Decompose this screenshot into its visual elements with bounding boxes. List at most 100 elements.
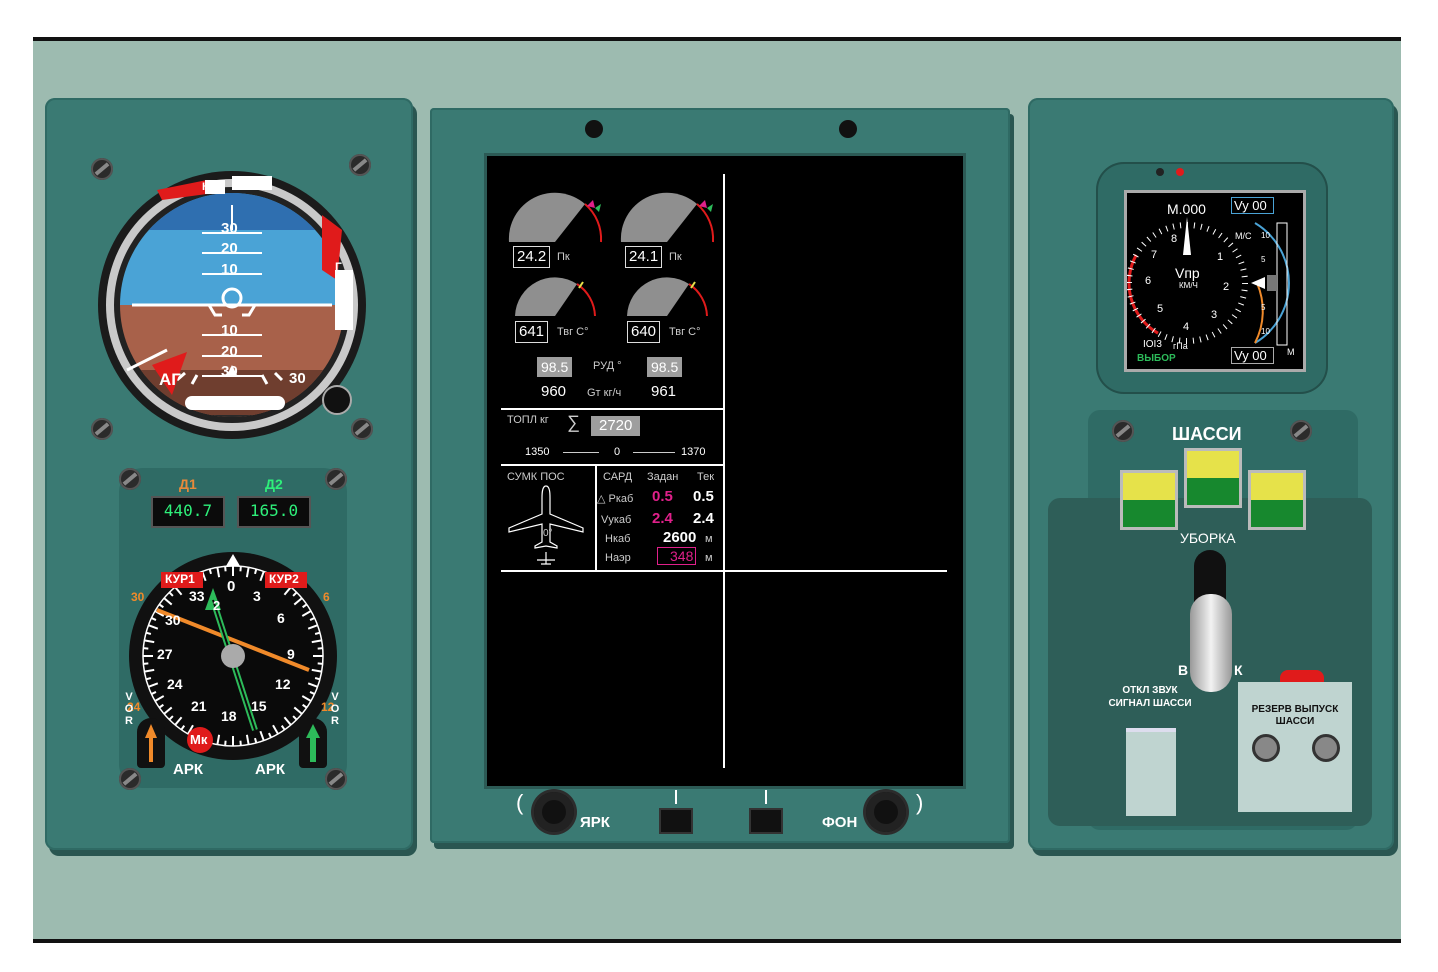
mfd-divider-sumk [501, 464, 723, 466]
compass-tick [293, 706, 303, 715]
switch-mark-left [675, 790, 677, 804]
sard-row-cur: 0.5 [693, 488, 714, 505]
rose-0: 0 [227, 578, 236, 595]
pitch-down-30: 30 [221, 363, 238, 380]
reserve-guard-red [1280, 670, 1324, 684]
rose-12: 12 [275, 676, 291, 692]
rose-6: 6 [277, 610, 285, 626]
vs-5-bottom: 5 [1261, 303, 1266, 312]
gear-lever-handle[interactable] [1190, 594, 1232, 692]
brightness-knob[interactable] [534, 792, 574, 832]
dial-6: 6 [1145, 275, 1152, 287]
background-label: ФОН [822, 814, 858, 831]
compass-tick [302, 703, 308, 709]
screw-icon [91, 158, 113, 180]
outer-12: 12 [321, 700, 335, 714]
pitch-down-10: 10 [221, 322, 238, 339]
mute-signal-label: ОТКЛ ЗВУК СИГНАЛ ШАССИ [1108, 685, 1192, 709]
tvg-left-value: 641 [515, 321, 549, 343]
fuel-left-value: 1350 [525, 446, 550, 458]
gt-left-value: 960 [541, 383, 567, 400]
rose-15: 15 [251, 698, 267, 714]
d2-label: Д2 [265, 476, 283, 492]
mfd-left-button[interactable] [659, 808, 693, 834]
sard-col-cur: Тек [697, 471, 715, 483]
compass-tick [307, 682, 318, 688]
gear-lamp-left [1120, 470, 1178, 530]
ark-left-needle-window [137, 718, 165, 768]
compass-tick [311, 668, 322, 673]
gear-v-label: В [1178, 662, 1189, 678]
sumk-label: СУМК ПОС [507, 471, 565, 483]
sard-row-set: 2.4 [652, 510, 673, 527]
compass-tick [245, 734, 250, 745]
sard-row-unit: м [705, 533, 713, 545]
retract-label: УБОРКА [1180, 530, 1236, 546]
mute-signal-switch[interactable] [1126, 728, 1176, 816]
ark-right-needle-window [299, 718, 327, 768]
compass-tick [216, 734, 221, 745]
screw-icon [325, 768, 347, 790]
rud-label: РУД ° [593, 360, 622, 372]
compass-tick [163, 706, 173, 715]
compass-tick [148, 682, 159, 688]
aircraft-angle: 0° [543, 528, 553, 539]
vy-bottom-display: Vy 00 [1231, 347, 1274, 364]
dial-3: 3 [1211, 309, 1218, 321]
airspeed-display: M.000 Vy 00 Vпр КМ/Ч М/С М 1 2 3 4 5 6 7… [1124, 190, 1306, 372]
flag-g: Г [335, 260, 342, 274]
compass-tick [283, 716, 292, 726]
compass-tick [145, 631, 152, 635]
mach-value: M.000 [1167, 201, 1206, 217]
d2-distance-display: 165.0 [237, 496, 311, 528]
gear-lamp-right [1248, 470, 1306, 530]
mfd-divider-fuel [501, 408, 723, 410]
sard-row-label: △ Ркаб [597, 493, 634, 505]
dial-7: 7 [1151, 249, 1158, 261]
fuel-line-left [563, 452, 599, 453]
mfd-divider-vertical [723, 174, 725, 768]
compass-tick [254, 568, 258, 575]
compass-tick [163, 597, 173, 606]
screw-icon [119, 768, 141, 790]
outer-30: 30 [131, 590, 145, 604]
tvg-right-gauge [627, 277, 708, 317]
vs-5-top: 5 [1261, 255, 1266, 264]
compass-tick [259, 730, 265, 741]
compass-tick [254, 737, 258, 744]
kur2-label: КУР2 [269, 572, 299, 586]
compass-tick [245, 567, 250, 578]
compass-tick [301, 695, 312, 702]
compass-tick [168, 715, 174, 721]
mount-hole-icon [839, 120, 857, 138]
compass-tick [145, 677, 152, 681]
mfd-right-button[interactable] [749, 808, 783, 834]
left-instrument-panel: К Г АГ 30 20 10 10 20 30 30 Д1 Д2 440.7 … [45, 98, 413, 850]
compass-tick [311, 639, 322, 644]
compass-tick [144, 639, 155, 644]
sard-row-set: 0.5 [652, 488, 673, 505]
pitch-down-20: 20 [221, 343, 238, 360]
mfd-divider-sard [595, 464, 597, 570]
flag-ag: АГ [159, 370, 181, 389]
background-knob[interactable] [866, 792, 906, 832]
rose-9: 9 [287, 646, 295, 662]
sard-row-cur-boxed: 348 [657, 547, 697, 565]
bottom-border [33, 939, 1401, 943]
compass-tick [307, 624, 318, 630]
sard-row-unit: м [705, 552, 713, 564]
sard-col-set: Задан [647, 471, 679, 483]
compass-tick [151, 691, 157, 695]
compass-tick [174, 716, 183, 726]
dial-8: 8 [1171, 233, 1178, 245]
screw-icon [351, 418, 373, 440]
brightness-label: ЯРК [580, 814, 610, 831]
hsi-compass-rose: КУР1 КУР2 Мк 0 3 6 9 12 15 18 21 24 27 3… [127, 550, 339, 762]
gt-label: Gт кг/ч [587, 387, 622, 399]
dial-1: 1 [1217, 251, 1224, 263]
rose-27: 27 [157, 646, 173, 662]
screw-icon [349, 154, 371, 176]
pk-right-gauge [620, 192, 715, 243]
vs-10-bottom: 10 [1261, 327, 1270, 336]
compass-tick [301, 610, 312, 617]
